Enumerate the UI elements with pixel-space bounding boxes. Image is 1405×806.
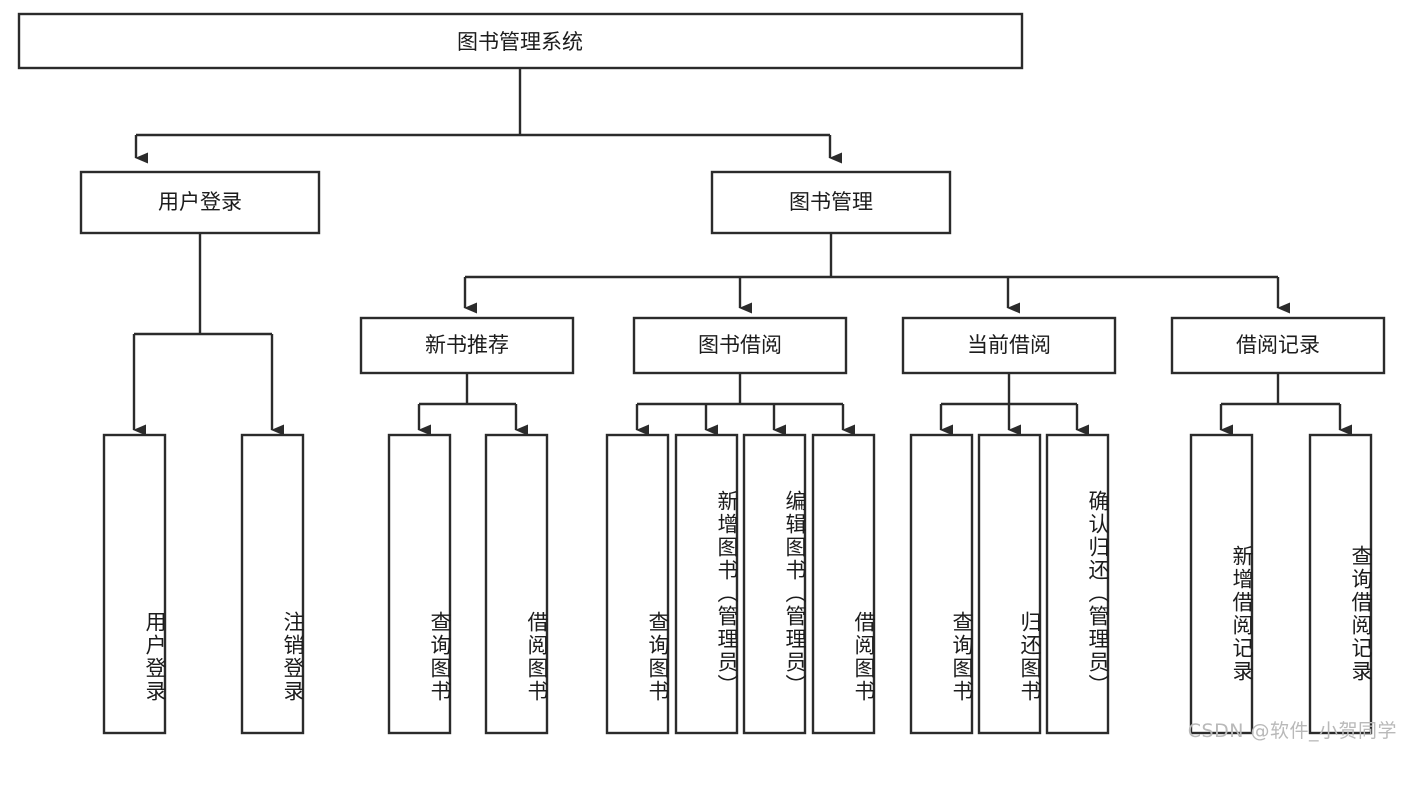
node-book-management-rect[interactable] (710, 170, 952, 235)
node-current-borrow-label: 当前借阅 (967, 333, 1051, 357)
node-borrow-record-rect[interactable] (1170, 316, 1386, 375)
node-user-login-label: 用户登录 (158, 190, 242, 214)
leaf-borrow-book-1-rect[interactable] (484, 433, 549, 735)
node-book-borrow-label: 图书借阅 (698, 333, 782, 357)
connector-borrow-record-to-leaves (1219, 373, 1352, 436)
node-book-management[interactable]: 图书管理 (710, 170, 952, 235)
leaf-query-book-1-rect[interactable] (387, 433, 452, 735)
leaf-query-book-3-rect[interactable] (909, 433, 974, 735)
leaf-return-book-rect[interactable] (977, 433, 1042, 735)
node-book-borrow[interactable]: 图书借阅 (632, 316, 848, 375)
leaf-edit-book-rect[interactable] (742, 433, 807, 735)
connector-book-mgmt-to-level3 (463, 233, 1290, 314)
node-current-borrow-rect[interactable] (901, 316, 1117, 375)
node-user-login[interactable]: 用户登录 (79, 170, 321, 235)
node-root[interactable]: 图书管理系统 (17, 12, 1024, 70)
node-root-rect[interactable] (17, 12, 1024, 70)
node-new-book-recommend-label: 新书推荐 (425, 333, 509, 357)
leaf-add-record-rect[interactable] (1189, 433, 1254, 735)
node-borrow-record[interactable]: 借阅记录 (1170, 316, 1386, 375)
leaf-add-book-rect[interactable] (674, 433, 739, 735)
node-root-label: 图书管理系统 (457, 30, 583, 54)
connector-root-to-level2 (134, 68, 842, 164)
connector-book-borrow-to-leaves (635, 373, 855, 436)
node-new-book-recommend-rect[interactable] (359, 316, 575, 375)
node-current-borrow[interactable]: 当前借阅 (901, 316, 1117, 375)
node-borrow-record-label: 借阅记录 (1236, 333, 1320, 357)
connector-new-book-rec-to-leaves (417, 373, 528, 436)
csdn-watermark: CSDN @软件_小贺同学 (1187, 720, 1397, 742)
connector-user-login-to-leaves (132, 233, 284, 436)
leaf-logout-rect[interactable] (240, 433, 305, 735)
leaf-query-record-rect[interactable] (1308, 433, 1373, 735)
leaf-query-book-2-rect[interactable] (605, 433, 670, 735)
leaf-confirm-return-rect[interactable] (1045, 433, 1110, 735)
leaf-user-login-rect[interactable] (102, 433, 167, 735)
node-book-management-label: 图书管理 (789, 190, 873, 214)
connector-current-borrow-to-leaves (939, 373, 1089, 436)
diagram-canvas-container: 图书管理系统 用户登录 图书管理 (17, 12, 1397, 742)
hierarchy-diagram: 图书管理系统 用户登录 图书管理 (17, 12, 1386, 735)
leaf-borrow-book-2-rect[interactable] (811, 433, 876, 735)
node-book-borrow-rect[interactable] (632, 316, 848, 375)
node-new-book-recommend[interactable]: 新书推荐 (359, 316, 575, 375)
